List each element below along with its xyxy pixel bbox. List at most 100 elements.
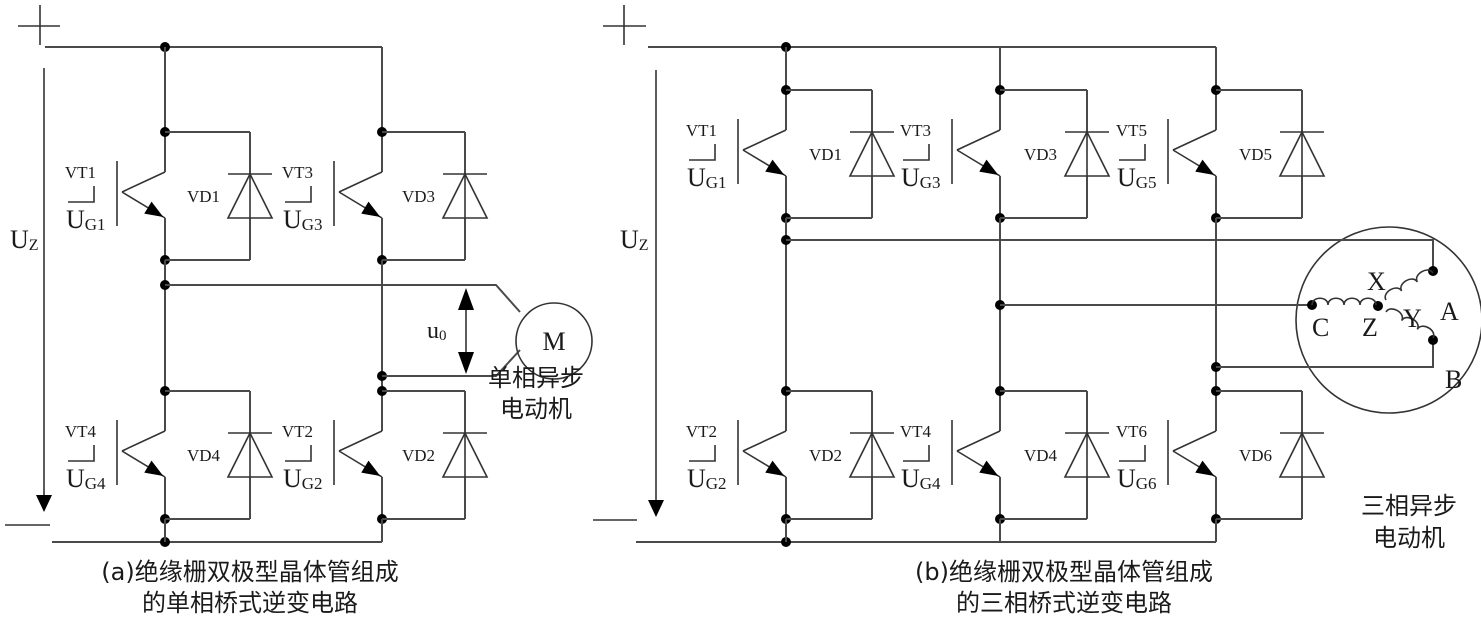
b-vt1-emitter-arrow-icon (765, 159, 785, 175)
a-vt2-diode-label: VD2 (402, 446, 435, 465)
b-vt1-transistor-label: VT1 (686, 121, 717, 140)
terminal-z-label: Z (1362, 313, 1378, 342)
a-vt3-transistor-label: VT3 (282, 163, 313, 182)
motor-lead-1 (165, 284, 521, 313)
terminal-c-label: C (1312, 313, 1329, 342)
phase-a-lead (786, 239, 1434, 271)
figure-b-caption-line2: 的三相桥式逆变电路 (956, 589, 1172, 617)
motor-symbol: M (542, 327, 565, 356)
single-phase-motor-name-line1: 单相异步 (488, 364, 584, 392)
output-voltage-label: u0 (427, 318, 447, 344)
b-vt5-emitter-arrow-icon (1195, 159, 1215, 175)
figure-a-caption-line1: (a)绝缘栅双极型晶体管组成 (101, 558, 398, 586)
b-vt3-collector-lead (956, 129, 1001, 151)
b-vt6-emitter-arrow-icon (1195, 460, 1215, 476)
winding-a-icon (1384, 269, 1434, 301)
b-vt2-collector-lead (742, 430, 787, 452)
a-vt3-emitter-arrow-icon (361, 201, 381, 217)
terminal-y-label: Y (1403, 304, 1422, 333)
a-vt4-diode-label: VD4 (187, 446, 221, 465)
b-vt4-gate-voltage-label: UG4 (901, 464, 941, 493)
a-vt1-transistor-label: VT1 (65, 163, 96, 182)
b-vt1-diode-label: VD1 (809, 145, 842, 164)
a-vt3-gate-voltage-label: UG3 (283, 205, 323, 234)
b-vt6-gate-voltage-label: UG6 (1117, 464, 1157, 493)
a-vt4-gate-bracket (68, 445, 95, 462)
three-phase-motor-name-line2: 电动机 (1373, 524, 1445, 552)
b-vt3-gate-voltage-label: UG3 (901, 163, 941, 192)
a-vt3-gate-bracket (285, 186, 312, 203)
a-vt1-gate-bracket (68, 186, 95, 203)
terminal-x-label: X (1367, 267, 1386, 296)
a-vt3-diode-label: VD3 (402, 187, 435, 206)
a-vt2-emitter-arrow-icon (361, 460, 381, 476)
single-phase-motor-icon (515, 302, 593, 380)
voltage-arrow-icon (648, 500, 664, 517)
a-vt4-collector-lead (121, 430, 166, 452)
b-vt5-transistor-label: VT5 (1116, 121, 1147, 140)
a-vt1-collector-lead (121, 171, 166, 193)
a-vt1-emitter-arrow-icon (144, 201, 164, 217)
terminal-a-dot (1428, 266, 1438, 276)
b-vt5-gate-voltage-label: UG5 (1117, 163, 1157, 192)
supply-voltage-label: UZ (10, 225, 39, 254)
a-vt4-emitter-arrow-icon (144, 460, 164, 476)
a-vt1-gate-voltage-label: UG1 (66, 205, 106, 234)
b-vt2-gate-bracket (689, 445, 716, 462)
three-phase-motor-icon (1295, 226, 1481, 414)
b-vt6-gate-bracket (1119, 445, 1146, 462)
a-vt1-diode-label: VD1 (187, 187, 220, 206)
b-vt4-diode-label: VD4 (1024, 446, 1058, 465)
a-vt2-gate-voltage-label: UG2 (283, 464, 323, 493)
b-vt2-gate-voltage-label: UG2 (687, 464, 727, 493)
a-vt4-transistor-label: VT4 (65, 422, 97, 441)
b-vt3-emitter-arrow-icon (979, 159, 999, 175)
b-vt5-collector-lead (1172, 129, 1217, 151)
terminal-b-label: B (1445, 365, 1462, 394)
winding-c-icon (1311, 297, 1377, 306)
b-vt2-emitter-arrow-icon (765, 460, 785, 476)
b-vt5-diode-label: VD5 (1239, 145, 1272, 164)
star-point-dot (1373, 301, 1383, 311)
a-vt4-gate-voltage-label: UG4 (66, 464, 106, 493)
b-vt6-collector-lead (1172, 430, 1217, 452)
a-vt2-gate-bracket (285, 445, 312, 462)
a-vt2-collector-lead (338, 430, 383, 452)
b-vt3-transistor-label: VT3 (900, 121, 931, 140)
b-vt2-diode-label: VD2 (809, 446, 842, 465)
b-vt1-collector-lead (742, 129, 787, 151)
output-arrow-down-icon (458, 352, 474, 374)
b-vt3-diode-label: VD3 (1024, 145, 1057, 164)
motor-lead-2 (382, 349, 521, 377)
b-vt4-emitter-arrow-icon (979, 460, 999, 476)
three-phase-motor-name-line1: 三相异步 (1361, 492, 1457, 520)
terminal-a-label: A (1440, 297, 1459, 326)
b-vt2-transistor-label: VT2 (686, 422, 717, 441)
phase-b-lead (1216, 340, 1434, 368)
b-vt4-transistor-label: VT4 (900, 422, 932, 441)
b-vt6-diode-label: VD6 (1239, 446, 1272, 465)
winding-b-icon (1385, 308, 1435, 339)
voltage-arrow-icon (36, 495, 52, 512)
supply-voltage-label: UZ (620, 225, 649, 254)
terminal-b-dot (1428, 335, 1438, 345)
single-phase-motor-name-line2: 电动机 (500, 395, 572, 423)
b-vt1-gate-bracket (689, 144, 716, 161)
a-vt2-transistor-label: VT2 (282, 422, 313, 441)
output-arrow-up-icon (458, 288, 474, 310)
three-phase-inverter-figure: UZVT1UG1VD1VT2UG2VD2VT3UG3VD3VT4UG4VD4VT… (593, 5, 1481, 547)
b-vt4-gate-bracket (903, 445, 930, 462)
figure-b-caption-line1: (b)绝缘栅双极型晶体管组成 (915, 558, 1213, 586)
a-vt3-collector-lead (338, 171, 383, 193)
